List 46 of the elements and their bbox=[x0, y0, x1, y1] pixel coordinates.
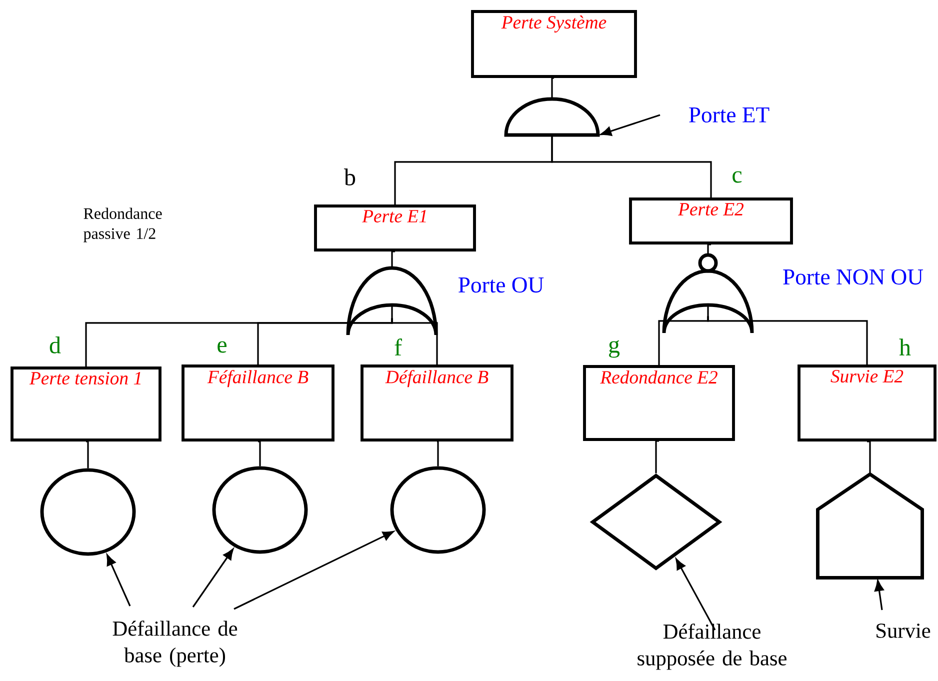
branch-letter: e bbox=[218, 341, 226, 353]
arrow bbox=[874, 580, 884, 610]
arrow bbox=[676, 558, 716, 630]
connector-line bbox=[391, 318, 438, 365]
annotation-text: Survie bbox=[876, 624, 930, 638]
event-box: Perte tension 1 bbox=[10, 366, 162, 442]
and-gate bbox=[504, 97, 600, 137]
event-box: Redondance E2 bbox=[583, 365, 735, 441]
event-box: Perte E2 bbox=[629, 198, 793, 244]
event-box: Féfaillance B bbox=[182, 364, 334, 442]
event-box: Perte Système bbox=[471, 10, 637, 78]
or-gate bbox=[346, 266, 438, 337]
gate-label: Porte NON OU bbox=[783, 269, 924, 285]
connector-line bbox=[436, 440, 439, 466]
event-box: Survie E2 bbox=[798, 364, 936, 442]
gate-label: Porte OU bbox=[458, 277, 544, 293]
event-box: Défaillance B bbox=[360, 364, 514, 442]
nor-gate bbox=[662, 253, 754, 335]
arrow bbox=[234, 531, 394, 610]
connector-line bbox=[707, 244, 711, 255]
connector-line bbox=[867, 440, 871, 474]
event-box: Perte E1 bbox=[314, 204, 476, 252]
basic-event-circle bbox=[212, 466, 308, 554]
branch-letter: g bbox=[609, 340, 620, 358]
annotation-text: Défaillance de base (perte) bbox=[112, 620, 238, 667]
basic-event-circle bbox=[390, 466, 486, 554]
connector-line bbox=[551, 135, 712, 198]
gate-label: Porte ET bbox=[689, 107, 770, 123]
annotation-text: Défaillance supposée de base bbox=[638, 624, 786, 670]
arrow bbox=[106, 554, 131, 606]
branch-letter: b bbox=[344, 168, 356, 186]
branch-letter: h bbox=[899, 338, 911, 356]
branch-letter: f bbox=[394, 338, 402, 356]
arrow bbox=[600, 114, 660, 136]
arrow bbox=[192, 548, 234, 608]
connector-line bbox=[551, 77, 554, 99]
branch-letter: d bbox=[50, 336, 61, 354]
house-event bbox=[816, 472, 924, 580]
connector-line bbox=[391, 250, 395, 268]
connector-line bbox=[86, 440, 89, 468]
branch-letter: c bbox=[732, 171, 742, 183]
connector-line bbox=[707, 316, 868, 365]
connector-line bbox=[655, 440, 659, 474]
connector-line bbox=[258, 440, 261, 466]
basic-event-circle bbox=[40, 468, 136, 556]
note-text: Redondance passive 1/2 bbox=[84, 208, 162, 242]
